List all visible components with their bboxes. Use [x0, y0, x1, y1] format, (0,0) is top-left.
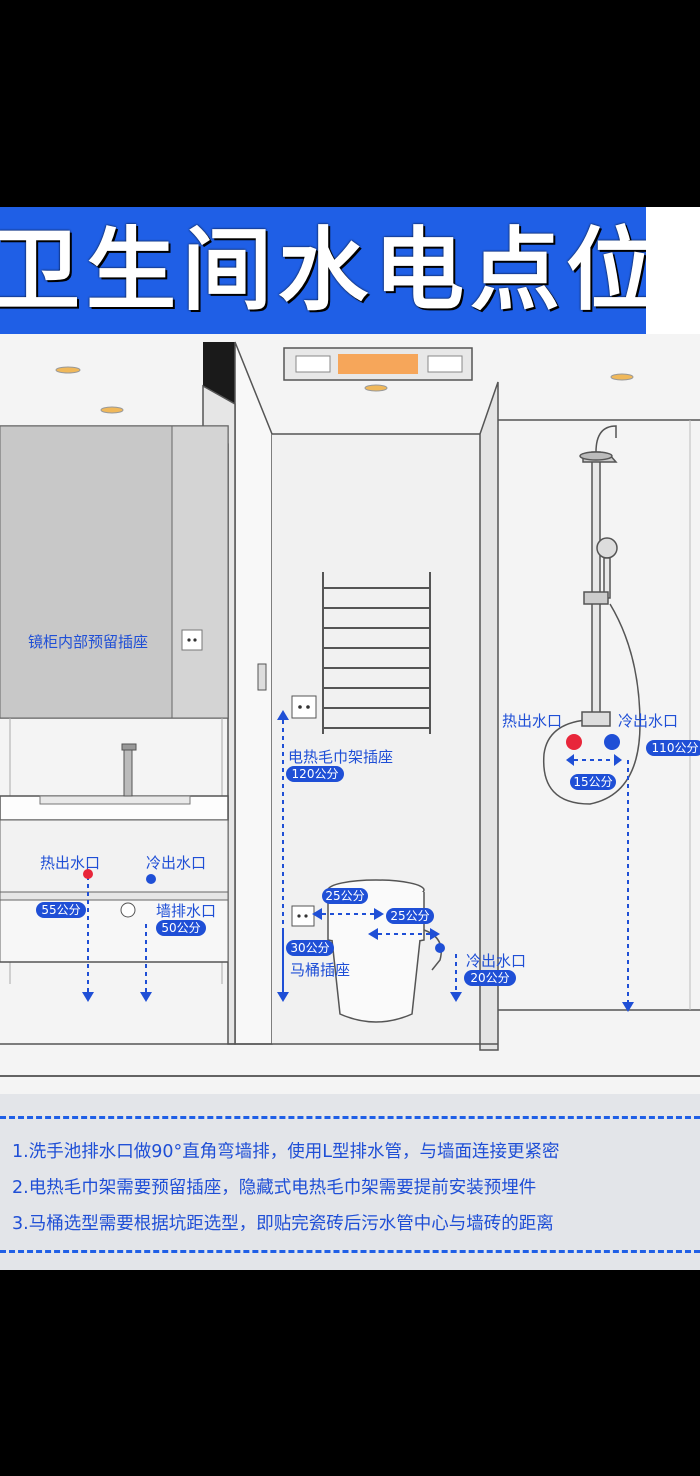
sink-height-value: 55公分	[41, 903, 80, 917]
bathroom-illustration: 镜柜内部预留插座 电热毛巾架插座 马桶插座 冷出水口 热出水口 冷出水口 墙排水…	[0, 341, 700, 1077]
title-banner-end	[646, 207, 700, 334]
ceiling-light	[364, 384, 388, 392]
toilet-cold-outlet	[435, 943, 445, 953]
toilet-side-width-value: 25公分	[390, 909, 429, 923]
toilet-cold-height-value: 20公分	[470, 971, 509, 985]
toilet-socket-height-value: 30公分	[290, 941, 329, 955]
shower-set	[542, 425, 641, 805]
shower-cold-label: 冷出水口	[618, 712, 678, 730]
toilet-socket-icon	[291, 905, 315, 927]
ceiling-beam	[203, 342, 235, 404]
wall-drain-outlet	[120, 902, 136, 918]
towel-socket-label: 电热毛巾架插座	[288, 748, 393, 766]
ceiling-light	[100, 406, 124, 414]
title-banner: 卫生间水电点位	[0, 207, 646, 334]
faucet-icon	[121, 743, 137, 797]
sink-hot-outlet	[83, 869, 93, 879]
notes-panel: 1.洗手池排水口做90°直角弯墙排，使用L型排水管，与墙面连接更紧密 2.电热毛…	[0, 1094, 700, 1270]
divider	[0, 1250, 700, 1253]
shower-gap-value: 15公分	[573, 775, 612, 789]
ceiling-light	[610, 373, 634, 381]
note-3: 3.马桶选型需要根据坑距选型，即贴完瓷砖后污水管中心与墙砖的距离	[12, 1214, 554, 1234]
partition-wall-left	[234, 341, 273, 1045]
bath-heater-panel	[283, 347, 473, 381]
dimension-arrows	[82, 710, 634, 1012]
drain-height-value: 50公分	[161, 921, 200, 935]
shower-cold-outlet	[604, 734, 620, 750]
mirror-socket-icon	[181, 629, 203, 651]
page-title: 卫生间水电点位	[0, 218, 646, 323]
vanity-cabinet	[0, 718, 229, 984]
note-1: 1.洗手池排水口做90°直角弯墙排，使用L型排水管，与墙面连接更紧密	[12, 1142, 560, 1162]
towel-rack	[322, 572, 431, 734]
sink-hot-label: 热出水口	[40, 854, 100, 872]
towel-socket-icon	[291, 695, 317, 719]
sink-cold-label: 冷出水口	[146, 854, 206, 872]
note-2: 2.电热毛巾架需要预留插座，隐藏式电热毛巾架需要提前安装预埋件	[12, 1178, 537, 1198]
divider	[0, 1116, 700, 1119]
wall-drain-label: 墙排水口	[156, 902, 216, 920]
glass-partition	[479, 381, 499, 1051]
mirror-cabinet	[0, 425, 229, 719]
mirror-socket-label: 镜柜内部预留插座	[28, 633, 148, 651]
toilet-cold-label: 冷出水口	[466, 952, 526, 970]
bathroom-diagram: 镜柜内部预留插座 电热毛巾架插座 马桶插座 冷出水口 热出水口 冷出水口 墙排水…	[0, 334, 700, 1094]
shower-hot-outlet	[566, 734, 582, 750]
sink-cold-outlet	[146, 874, 156, 884]
ceiling-light	[55, 366, 81, 374]
wall-switch	[257, 663, 267, 691]
shower-hot-label: 热出水口	[502, 712, 562, 730]
toilet-socket-label: 马桶插座	[290, 961, 350, 979]
towel-height-value: 120公分	[292, 767, 339, 781]
shower-height-value: 110公分	[652, 741, 699, 755]
toilet-top-width-value: 25公分	[325, 889, 364, 903]
